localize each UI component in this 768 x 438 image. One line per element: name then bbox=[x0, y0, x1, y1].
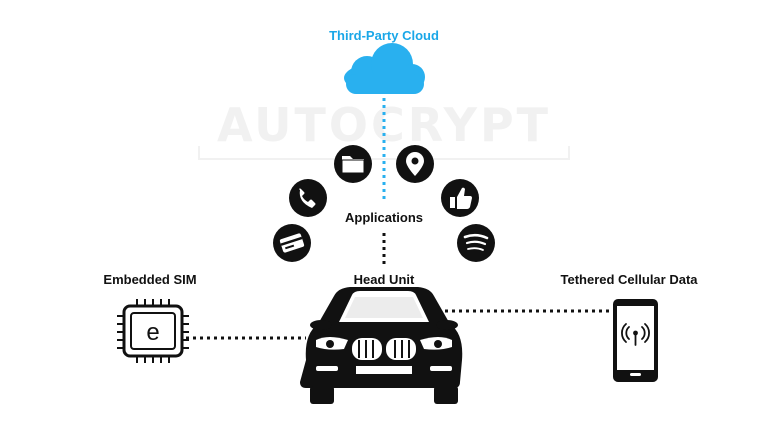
phone-icon bbox=[289, 179, 327, 217]
cloud-title: Third-Party Cloud bbox=[329, 28, 439, 43]
tethered-cellular-data-label: Tethered Cellular Data bbox=[560, 272, 698, 287]
embedded-sim-label: Embedded SIM bbox=[103, 272, 197, 287]
location-pin-icon bbox=[396, 145, 434, 183]
antenna-signal-icon bbox=[621, 323, 650, 346]
head-unit-label: Head Unit bbox=[353, 272, 415, 287]
thumbs-up-icon bbox=[441, 179, 479, 217]
applications-label: Applications bbox=[344, 210, 423, 225]
folder-icon bbox=[334, 145, 372, 183]
spotify-icon bbox=[457, 224, 495, 262]
card-icon bbox=[273, 224, 311, 262]
cloud-icon bbox=[344, 43, 425, 94]
car-icon bbox=[300, 287, 463, 404]
esim-chip-letter: e bbox=[146, 319, 159, 346]
esim-chip-icon: e bbox=[117, 299, 189, 363]
smartphone-icon bbox=[613, 299, 658, 382]
watermark-underline bbox=[198, 146, 570, 160]
